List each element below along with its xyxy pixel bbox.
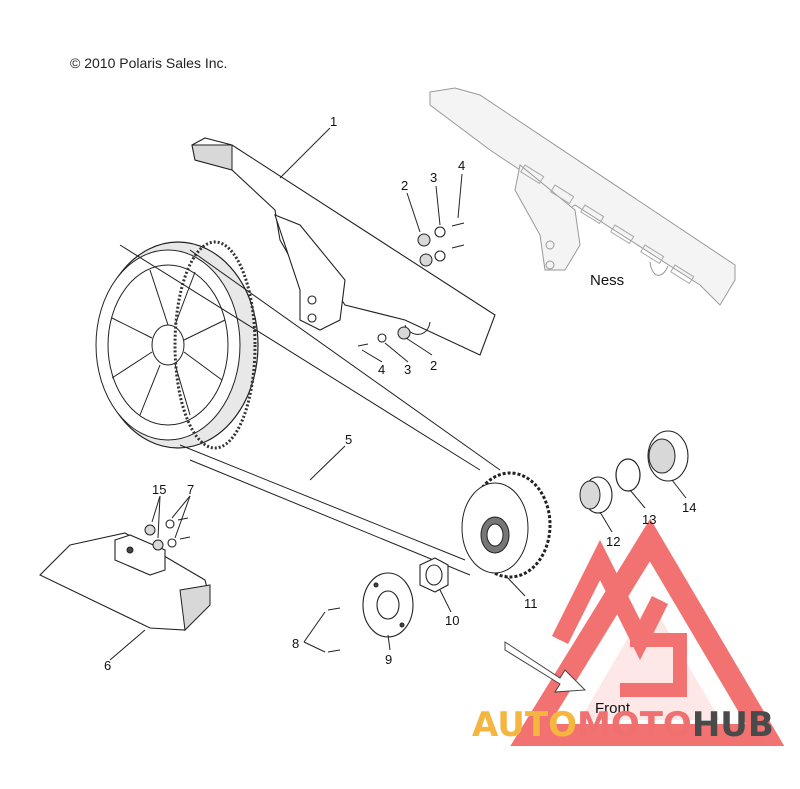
oil-seal — [647, 430, 689, 482]
guard-hardware-upper — [417, 222, 465, 267]
guard-hardware-lower — [357, 326, 411, 347]
callout-8: 8 — [292, 636, 299, 651]
lower-belt-guard — [39, 532, 211, 632]
callout-14: 14 — [682, 500, 696, 515]
callout-4-lower: 4 — [378, 362, 385, 377]
callout-10: 10 — [445, 613, 459, 628]
callout-4-upper: 4 — [458, 158, 465, 173]
watermark-text: AUTOMOTOHUB — [472, 705, 774, 745]
callout-2-upper: 2 — [401, 178, 408, 193]
callout-13: 13 — [642, 512, 656, 527]
chain-guard — [191, 137, 496, 356]
spacer — [579, 476, 613, 514]
watermark-part-hub: HUB — [691, 705, 774, 745]
lock-plate — [362, 572, 414, 638]
copyright-notice: © 2010 Polaris Sales Inc. — [70, 55, 228, 71]
front-direction-arrow-icon — [504, 641, 587, 693]
callout-7: 7 — [187, 482, 194, 497]
front-sprocket — [461, 471, 552, 579]
watermark-part-moto: MOTO — [576, 705, 692, 745]
drive-belt — [119, 244, 501, 576]
callout-15: 15 — [152, 482, 166, 497]
callout-3-upper: 3 — [430, 170, 437, 185]
ness-chain-guard — [429, 87, 736, 306]
callout-9: 9 — [385, 652, 392, 667]
callout-3-lower: 3 — [404, 362, 411, 377]
front-label: Front — [595, 700, 631, 717]
callout-6: 6 — [104, 658, 111, 673]
callout-2-lower: 2 — [430, 358, 437, 373]
retaining-ring — [615, 458, 641, 492]
callout-11: 11 — [524, 596, 538, 611]
callout-5: 5 — [345, 432, 352, 447]
callout-1: 1 — [330, 114, 337, 129]
watermark-part-auto: AUTO — [472, 705, 577, 745]
lower-guard-hardware — [144, 517, 191, 551]
watermark-logo-icon — [510, 518, 785, 746]
callout-12: 12 — [606, 534, 620, 549]
sprocket-nut — [419, 557, 449, 593]
plate-bolts — [327, 607, 341, 653]
rear-pulley — [95, 240, 259, 450]
ness-label: Ness — [590, 272, 624, 289]
